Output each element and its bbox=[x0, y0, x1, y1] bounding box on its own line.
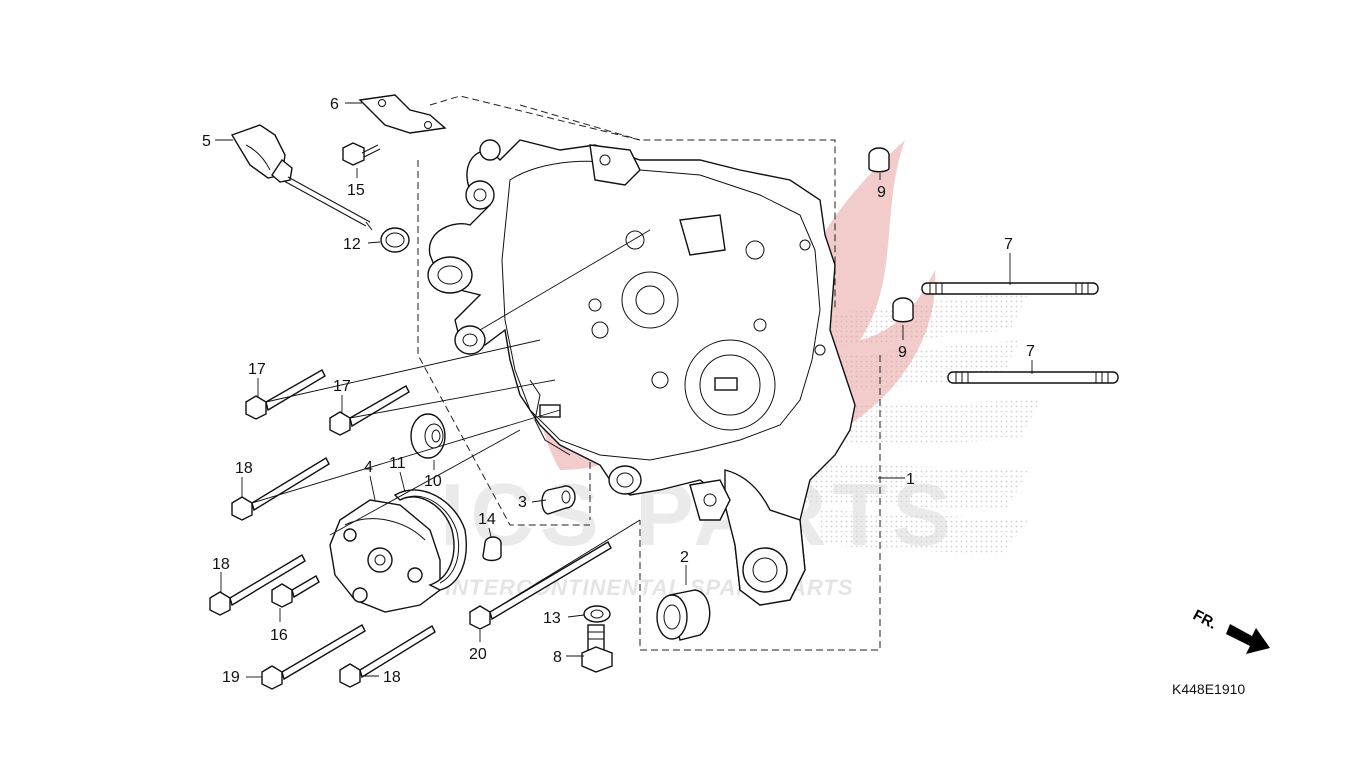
drain-bolt-8 bbox=[581, 624, 613, 673]
bolt-18-middle bbox=[209, 554, 306, 616]
callout-18b: 18 bbox=[212, 556, 230, 573]
callout-7b: 7 bbox=[1026, 343, 1035, 360]
leader-lines bbox=[215, 102, 1033, 678]
bolt-17-right bbox=[329, 385, 410, 436]
bolt-20 bbox=[469, 541, 612, 630]
bracket bbox=[358, 94, 447, 134]
fr-label: FR. bbox=[1190, 607, 1219, 633]
bolt-15 bbox=[342, 142, 381, 166]
bearing-2 bbox=[656, 589, 711, 641]
callout-18a: 18 bbox=[235, 460, 253, 477]
callout-5: 5 bbox=[202, 133, 211, 150]
callout-14: 14 bbox=[478, 511, 496, 528]
callout-9a: 9 bbox=[877, 184, 886, 201]
fr-arrow-icon bbox=[1226, 624, 1270, 654]
callout-8: 8 bbox=[553, 649, 562, 666]
stud-bolt-lower bbox=[947, 371, 1119, 384]
callout-17a: 17 bbox=[248, 361, 266, 378]
callout-12: 12 bbox=[343, 236, 361, 253]
crankcase-cover bbox=[427, 139, 856, 606]
callout-6: 6 bbox=[330, 96, 339, 113]
callout-3: 3 bbox=[518, 494, 527, 511]
diagram-code: K448E1910 bbox=[1172, 681, 1245, 697]
callout-18c: 18 bbox=[383, 669, 401, 686]
bolt-17-left bbox=[245, 369, 326, 420]
bolt-18-lower bbox=[339, 625, 436, 688]
callout-1: 1 bbox=[906, 471, 915, 488]
callout-4: 4 bbox=[364, 459, 373, 476]
callout-7a: 7 bbox=[1004, 236, 1013, 253]
callout-9b: 9 bbox=[898, 344, 907, 361]
dowel-pin-upper bbox=[868, 147, 890, 173]
bolt-19 bbox=[261, 624, 366, 690]
callout-13: 13 bbox=[543, 610, 561, 627]
pump-cover bbox=[329, 499, 441, 613]
dowel-pin-lower bbox=[892, 297, 914, 323]
callout-10: 10 bbox=[424, 473, 442, 490]
pump-gasket bbox=[393, 489, 467, 591]
o-ring bbox=[380, 227, 410, 253]
bearing-10 bbox=[410, 413, 446, 459]
collar-3 bbox=[541, 485, 576, 515]
callout-2: 2 bbox=[680, 549, 689, 566]
callout-20: 20 bbox=[469, 646, 487, 663]
callout-16: 16 bbox=[270, 627, 288, 644]
callouts: 1 2 3 4 5 6 7 7 8 9 9 10 11 12 13 14 15 … bbox=[202, 96, 1035, 686]
callout-15: 15 bbox=[347, 182, 365, 199]
dipstick bbox=[230, 124, 373, 231]
bolt-16 bbox=[271, 575, 320, 608]
washer-13 bbox=[583, 605, 611, 623]
callout-11: 11 bbox=[389, 455, 406, 472]
dowel-14 bbox=[482, 536, 502, 562]
front-direction-marker: FR. bbox=[1190, 607, 1270, 654]
callout-19: 19 bbox=[222, 669, 240, 686]
callout-17b: 17 bbox=[333, 378, 351, 395]
